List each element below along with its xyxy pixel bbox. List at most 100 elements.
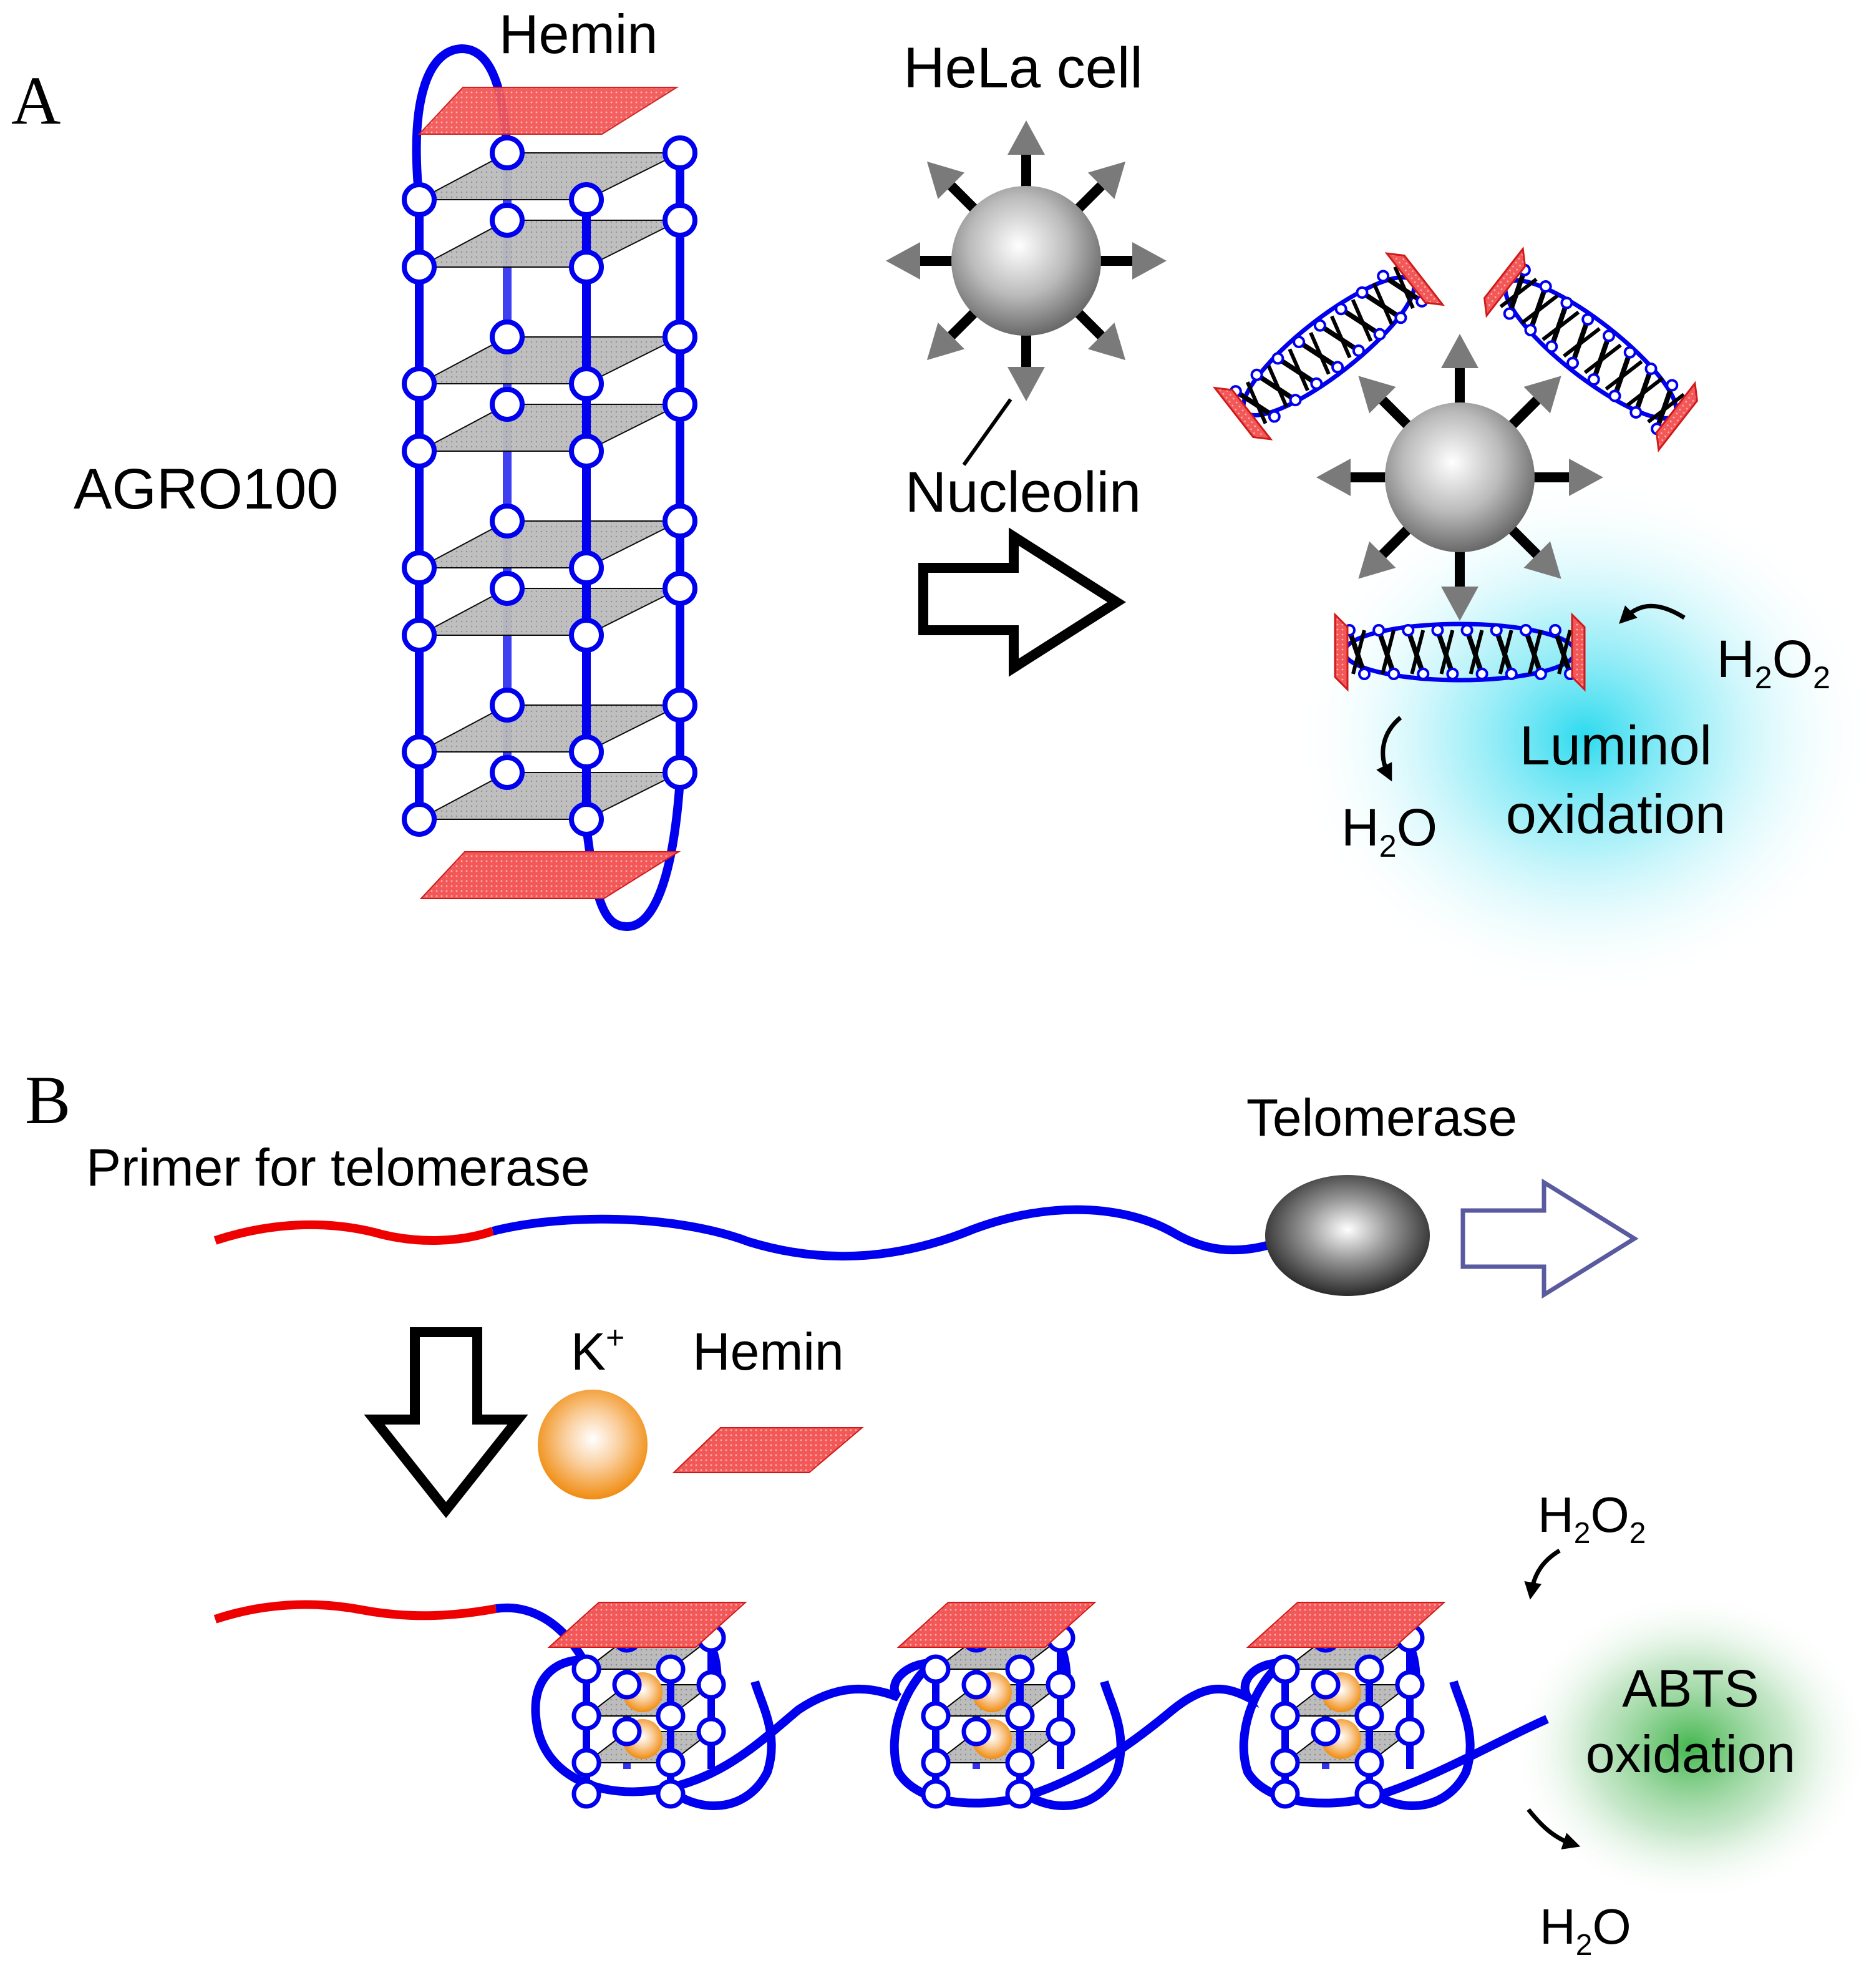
- abts-oxidation-line1: ABTS: [1622, 1659, 1759, 1718]
- guanine-node: [402, 550, 437, 585]
- luminol-oxidation-line1: Luminol: [1520, 714, 1712, 776]
- guanine-node: [569, 802, 604, 837]
- aptamer-hemin: [1212, 386, 1273, 441]
- aptamer-node: [1587, 373, 1600, 386]
- process-arrow-b: [364, 1327, 528, 1518]
- guanine-node: [921, 1654, 951, 1684]
- guanine-node: [1395, 1670, 1425, 1700]
- guanine-node: [1270, 1779, 1300, 1809]
- primer-label: Primer for telomerase: [86, 1138, 590, 1197]
- aptamer-node: [1356, 286, 1369, 299]
- aptamer-tetrad: [1626, 376, 1664, 407]
- aptamer-node: [1352, 344, 1365, 357]
- guanine-node: [1395, 1717, 1425, 1747]
- guanine-node: [1354, 1748, 1384, 1778]
- h2o-arrow-b: [1527, 1808, 1581, 1849]
- aptamer-node: [1358, 668, 1371, 680]
- aptamer-node: [1373, 328, 1386, 341]
- aptamer-tetrad: [1557, 630, 1572, 675]
- guanine-node: [402, 802, 437, 837]
- aptamer-node: [1394, 311, 1407, 324]
- agro100-label: AGRO100: [74, 457, 338, 521]
- guanine-node: [571, 1701, 601, 1731]
- guanine-node: [569, 366, 604, 401]
- guanine-node: [490, 387, 525, 422]
- aptamer-hemin: [1483, 246, 1527, 318]
- aptamer-node: [1372, 624, 1386, 636]
- panel-b: B Primer for telomerase Telomerase K+ He…: [25, 1062, 1872, 1962]
- nucleolin-head: [1523, 541, 1561, 579]
- aptamer-node: [1331, 361, 1344, 374]
- aptamer-node: [1293, 336, 1306, 349]
- guanine-node: [663, 387, 697, 422]
- guanine-node: [1354, 1779, 1384, 1809]
- aptamer-node: [1608, 389, 1621, 402]
- nucleolin-head: [1132, 242, 1167, 280]
- aptamer-node: [1250, 368, 1263, 381]
- hemin-bound: [896, 1602, 1097, 1648]
- aptamer-hemin: [1571, 612, 1586, 692]
- guanine-node: [402, 250, 437, 285]
- aptamer-tetrad: [1439, 630, 1455, 675]
- guanine-node: [490, 755, 525, 790]
- guanine-node: [402, 618, 437, 653]
- aptamer-tetrad: [1372, 282, 1394, 326]
- guanine-node: [571, 1654, 601, 1684]
- g-tetrad: [419, 772, 681, 820]
- aptamer-hemin: [1655, 381, 1698, 452]
- guanine-node: [1270, 1748, 1300, 1778]
- aptamer-node: [1524, 324, 1537, 337]
- guanine-node: [1005, 1701, 1035, 1731]
- quadruplex-loop: [668, 1680, 776, 1810]
- aptamer-node: [1446, 668, 1459, 680]
- guanine-node: [1270, 1701, 1300, 1731]
- aptamer-tetrad: [1498, 630, 1513, 675]
- guanine-node: [921, 1779, 951, 1809]
- agro100-quadruplex: [402, 44, 697, 932]
- g-tetrad: [419, 520, 681, 568]
- quadruplex-loop: [1366, 1680, 1475, 1810]
- aptamer-tetrad: [1520, 294, 1559, 325]
- guanine-node: [490, 319, 525, 354]
- guanine-node: [569, 250, 604, 285]
- guanine-node: [490, 135, 525, 170]
- aptamer-node: [1545, 340, 1558, 353]
- hela-cell: [886, 120, 1167, 401]
- g-tetrad: [419, 152, 681, 200]
- guanine-node: [571, 1779, 601, 1809]
- guanine-node: [569, 734, 604, 769]
- aptamer-node: [1313, 319, 1326, 332]
- abts-oxidation-line2: oxidation: [1586, 1725, 1795, 1783]
- primer-segment: [213, 1220, 495, 1245]
- primer-segment-product: [213, 1600, 497, 1624]
- nucleolin-head: [886, 242, 920, 280]
- aptamer-tetrad: [1647, 392, 1686, 424]
- guanine-node: [663, 203, 697, 238]
- aptamer-tetrad: [1245, 381, 1268, 424]
- guanine-node: [1005, 1654, 1035, 1684]
- hela-cell-label: HeLa cell: [903, 36, 1143, 100]
- aptamer-node: [1490, 624, 1503, 636]
- guanine-node: [1354, 1654, 1384, 1684]
- aptamer-node: [1289, 394, 1302, 407]
- g-tetrad: [419, 404, 681, 452]
- guanine-node: [1005, 1748, 1035, 1778]
- aptamer-node: [1377, 270, 1390, 283]
- guanine-node: [1005, 1779, 1035, 1809]
- aptamer-node: [1519, 624, 1532, 636]
- g-quadruplex-unit: [1246, 1602, 1475, 1810]
- nucleolin-head: [1569, 459, 1603, 496]
- aptamer-tetrad: [1541, 310, 1580, 341]
- guanine-node: [569, 182, 604, 217]
- guanine-node: [402, 734, 437, 769]
- guanine-node: [490, 203, 525, 238]
- aptamer-node: [1387, 668, 1401, 680]
- guanine-node: [571, 1748, 601, 1778]
- guanine-node: [1270, 1654, 1300, 1684]
- potassium-ion: [538, 1390, 648, 1499]
- guanine-node: [663, 571, 697, 606]
- nucleolin-stalk: [1379, 396, 1415, 432]
- guanine-node: [921, 1748, 951, 1778]
- aptamer-node: [1566, 356, 1580, 369]
- aptamer-node: [1475, 668, 1488, 680]
